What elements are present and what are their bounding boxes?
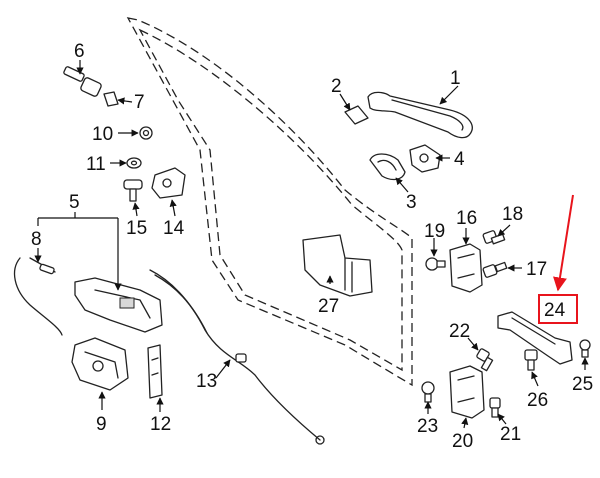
door-outline — [126, 17, 413, 387]
callout-26: 26 — [527, 390, 548, 411]
callout-19: 19 — [424, 221, 445, 242]
callout-2: 2 — [331, 76, 342, 97]
callout-16: 16 — [456, 208, 477, 229]
callout-17: 17 — [526, 259, 547, 280]
striker — [151, 167, 186, 199]
callout-23: 23 — [417, 416, 438, 437]
bracket-12 — [147, 344, 163, 399]
callout-14: 14 — [163, 218, 185, 239]
callout-22: 22 — [449, 321, 470, 342]
screw-15 — [123, 179, 143, 202]
callout-10: 10 — [92, 124, 113, 145]
callout-9: 9 — [96, 414, 107, 435]
lower-hinge — [449, 365, 485, 419]
callout-24: 24 — [544, 300, 566, 321]
leader-lines — [34, 60, 589, 429]
callout-7: 7 — [134, 92, 145, 113]
callout-labels: 1 2 3 4 5 6 7 8 9 10 11 12 13 14 15 16 1… — [31, 41, 593, 452]
callout-4: 4 — [454, 149, 465, 170]
door-lock-actuator — [71, 337, 129, 391]
lock-cylinder-bezel — [369, 153, 406, 181]
handle-cap — [344, 105, 369, 125]
clip — [103, 91, 119, 107]
window-motor — [302, 234, 373, 297]
highlight-24 — [538, 194, 578, 324]
screw-23 — [421, 381, 435, 403]
upper-hinge — [449, 243, 483, 293]
callout-11: 11 — [86, 154, 106, 175]
bolt-22 — [476, 348, 494, 372]
door-check-strap — [497, 311, 573, 365]
hinge-stud — [63, 66, 102, 97]
bolt-18 — [482, 230, 506, 245]
release-cable — [149, 269, 325, 445]
outside-handle — [367, 91, 473, 139]
screw-25 — [579, 339, 591, 358]
lock-rod — [13, 257, 63, 336]
washer — [126, 157, 142, 169]
callout-18: 18 — [502, 204, 523, 225]
callout-25: 25 — [572, 374, 593, 395]
callout-21: 21 — [500, 424, 521, 445]
red-arrow — [553, 194, 574, 292]
handle-bracket — [409, 144, 441, 173]
callout-3: 3 — [406, 192, 417, 213]
push-pin — [139, 126, 153, 140]
callout-27: 27 — [318, 296, 339, 317]
screw-19 — [425, 257, 446, 271]
callout-8: 8 — [31, 229, 42, 250]
callout-20: 20 — [452, 431, 473, 452]
callout-13: 13 — [196, 371, 217, 392]
callout-1: 1 — [450, 68, 461, 89]
highlight-box — [538, 294, 578, 324]
callout-5: 5 — [69, 192, 80, 213]
callout-6: 6 — [74, 41, 85, 62]
callout-15: 15 — [126, 218, 147, 239]
bolt-26 — [524, 349, 538, 371]
bolt-21 — [489, 397, 501, 418]
callout-12: 12 — [150, 414, 171, 435]
bolt-17 — [482, 261, 508, 278]
